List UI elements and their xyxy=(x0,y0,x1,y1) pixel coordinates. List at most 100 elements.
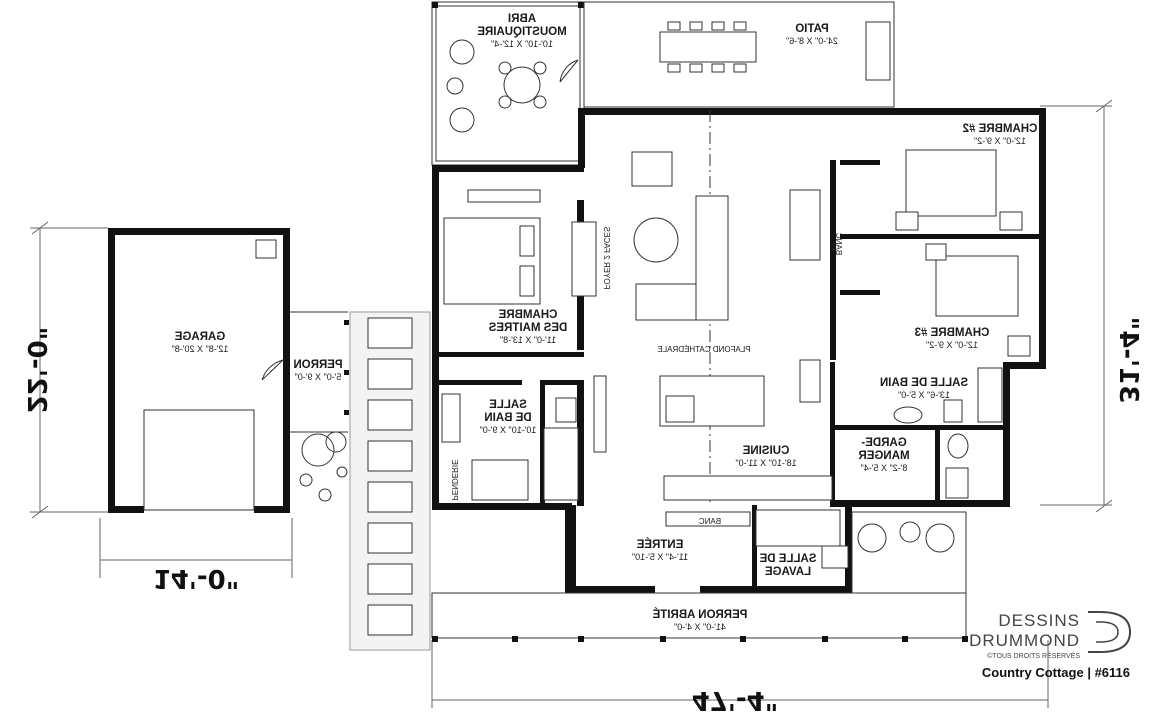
patio-chair xyxy=(711,63,725,73)
svg-text:PLAFOND CATHÉDRALE: PLAFOND CATHÉDRALE xyxy=(657,345,750,354)
stepping-stone xyxy=(367,358,413,390)
patio-chair xyxy=(733,63,747,73)
overall-depth-label: 31'-4" xyxy=(1113,317,1143,404)
dimension-lines xyxy=(30,99,1113,708)
svg-text:SALLE DE: SALLE DE xyxy=(759,553,816,565)
svg-text:12'-0" X 9'-2": 12'-0" X 9'-2" xyxy=(926,340,978,350)
stepping-stone xyxy=(367,563,413,595)
side-perron xyxy=(290,311,349,502)
svg-text:GARDE-: GARDE- xyxy=(861,437,907,449)
label-salle-bain-1: SALLE DE BAIN 10'-10" X 9'-0" xyxy=(480,399,537,435)
stepping-stone xyxy=(367,317,413,349)
svg-text:5'-0" X 9'-0": 5'-0" X 9'-0" xyxy=(295,372,342,382)
patio-chair xyxy=(689,63,703,73)
stepping-stone xyxy=(367,522,413,554)
svg-text:ENTRÉE: ENTRÉE xyxy=(636,538,683,551)
svg-text:BANC: BANC xyxy=(699,517,721,526)
svg-text:31'-4": 31'-4" xyxy=(1113,317,1143,404)
fixtures xyxy=(441,149,1031,569)
svg-text:18'-10" X 11'-0": 18'-10" X 11'-0" xyxy=(735,458,796,468)
svg-text:GARAGE: GARAGE xyxy=(174,331,225,343)
porch-column xyxy=(822,636,828,642)
label-chambre2: CHAMBRE #2 12'-0" X 9'-2" xyxy=(963,123,1038,146)
svg-text:10'-10" X 9'-0": 10'-10" X 9'-0" xyxy=(480,425,537,435)
svg-text:10'-10" X 12'-4": 10'-10" X 12'-4" xyxy=(491,39,553,49)
interior-walls xyxy=(432,110,1045,590)
porch-column xyxy=(512,636,518,642)
svg-text:12'-8" X 20'-8": 12'-8" X 20'-8" xyxy=(172,344,229,354)
svg-text:CHAMBRE #2: CHAMBRE #2 xyxy=(963,123,1038,135)
svg-text:11'-0" X 13'-8": 11'-0" X 13'-8" xyxy=(500,335,556,345)
svg-text:8'-2" X 5'-4": 8'-2" X 5'-4" xyxy=(861,463,908,473)
patio-chair xyxy=(733,21,747,31)
svg-text:PERRON ABRITÉ: PERRON ABRITÉ xyxy=(652,608,747,621)
patio-chair xyxy=(667,21,681,31)
svg-text:DESSINS: DESSINS xyxy=(998,611,1080,630)
porch-column xyxy=(578,636,584,642)
porch-column xyxy=(432,636,438,642)
svg-text:12'-0" X 9'-2": 12'-0" X 9'-2" xyxy=(974,136,1026,146)
label-perron: PERRON 5'-0" X 9'-0" xyxy=(293,359,342,382)
svg-text:CUISINE: CUISINE xyxy=(742,445,789,457)
porch-column xyxy=(740,636,746,642)
svg-text:DRUMMOND: DRUMMOND xyxy=(969,631,1080,650)
svg-text:24'-0" X 8'-6": 24'-0" X 8'-6" xyxy=(786,36,838,46)
svg-text:11'-4" X 5'-10": 11'-4" X 5'-10" xyxy=(632,552,688,562)
svg-text:CHAMBRE #3: CHAMBRE #3 xyxy=(915,327,990,339)
svg-text:41'-0" X 4'-0": 41'-0" X 4'-0" xyxy=(674,622,726,632)
patio-chair xyxy=(711,21,725,31)
stepping-stone xyxy=(367,440,413,472)
porch-column xyxy=(660,636,666,642)
svg-text:PENDERIE: PENDERIE xyxy=(450,460,459,501)
garage-width-label: 14'-0" xyxy=(153,563,240,593)
label-penderie: PENDERIE xyxy=(450,460,459,501)
svg-text:BANC: BANC xyxy=(834,233,843,255)
front-porch xyxy=(431,511,968,642)
svg-text:47'-4": 47'-4" xyxy=(692,685,779,715)
svg-text:MANGER: MANGER xyxy=(858,450,910,462)
room-labels: ABRI MOUSTIQUAIRE 10'-10" X 12'-4" PATIO… xyxy=(172,13,1038,632)
svg-text:SALLE: SALLE xyxy=(489,399,527,411)
label-plafond: PLAFOND CATHÉDRALE xyxy=(657,345,750,354)
label-banc-entry: BANC xyxy=(699,517,721,526)
svg-text:PERRON: PERRON xyxy=(293,359,342,371)
label-patio: PATIO 24'-0" X 8'-6" xyxy=(786,23,838,46)
label-abri: ABRI MOUSTIQUAIRE 10'-10" X 12'-4" xyxy=(477,13,567,49)
porch-column xyxy=(962,636,968,642)
svg-text:22'-0": 22'-0" xyxy=(21,327,51,414)
label-entree: ENTRÉE 11'-4" X 5'-10" xyxy=(632,538,688,562)
drummond-d-logo-icon xyxy=(1088,611,1132,653)
label-chambre3: CHAMBRE #3 12'-0" X 9'-2" xyxy=(915,327,990,350)
patio-chair xyxy=(689,21,703,31)
svg-text:DE BAIN: DE BAIN xyxy=(484,412,531,424)
label-perron-abrite: PERRON ABRITÉ 41'-0" X 4'-0" xyxy=(652,608,747,632)
label-salle-lavage: SALLE DE LAVAGE xyxy=(759,553,816,578)
garage-depth-label: 22'-0" xyxy=(21,327,51,414)
label-salle-bain-2: SALLE DE BAIN 13'-6" X 5'-0" xyxy=(880,377,968,400)
label-foyer: FOYER 2 FACES xyxy=(602,227,611,290)
stepping-stone xyxy=(367,399,413,431)
overall-width-label: 47'-4" xyxy=(692,685,779,715)
svg-text:PATIO: PATIO xyxy=(795,23,828,35)
svg-text:DES MAITRES: DES MAITRES xyxy=(488,322,567,334)
svg-text:LAVAGE: LAVAGE xyxy=(765,566,812,578)
svg-text:MOUSTIQUAIRE: MOUSTIQUAIRE xyxy=(477,26,567,38)
stepping-stone-path xyxy=(349,311,431,651)
label-garde-manger: GARDE- MANGER 8'-2" X 5'-4" xyxy=(858,437,910,473)
patio-chair xyxy=(667,63,681,73)
svg-text:ABRI: ABRI xyxy=(508,13,536,25)
svg-text:SALLE DE BAIN: SALLE DE BAIN xyxy=(880,377,968,389)
svg-text:FOYER 2 FACES: FOYER 2 FACES xyxy=(602,227,611,290)
brand-logo: DESSINS DRUMMOND ©TOUS DROITS RÉSERVÉS xyxy=(969,611,1132,660)
svg-text:©TOUS DROITS RÉSERVÉS: ©TOUS DROITS RÉSERVÉS xyxy=(987,651,1080,660)
svg-text:14'-0": 14'-0" xyxy=(153,563,240,593)
patio xyxy=(583,1,895,108)
label-garage: GARAGE 12'-8" X 20'-8" xyxy=(172,331,229,354)
stepping-stone xyxy=(367,481,413,513)
svg-text:CHAMBRE: CHAMBRE xyxy=(498,309,557,321)
stepping-stone xyxy=(367,604,413,636)
label-chambre-maitres: CHAMBRE DES MAITRES 11'-0" X 13'-8" xyxy=(488,309,567,345)
plan-title: Country Cottage | #6116 xyxy=(981,665,1130,680)
porch-column xyxy=(902,636,908,642)
